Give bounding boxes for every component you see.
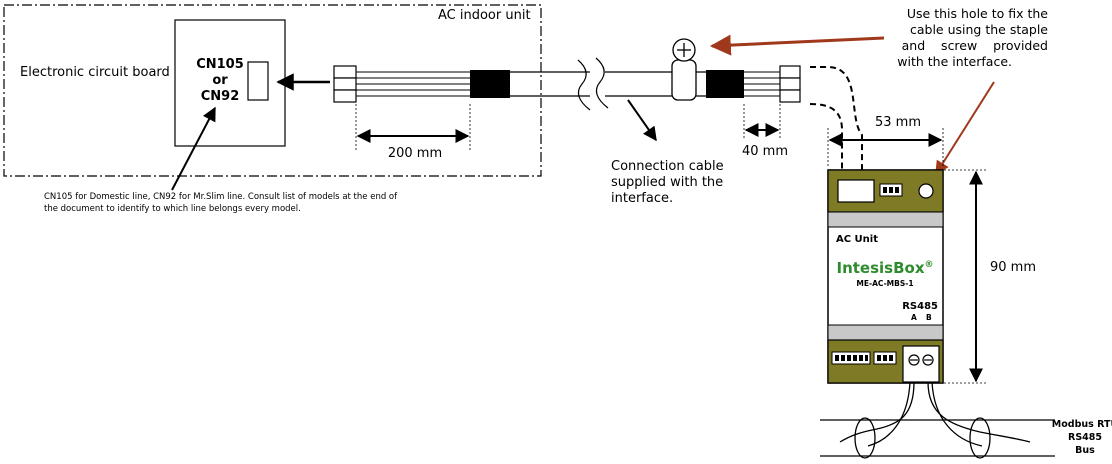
staple-note-line-1: Use this hole to fix the: [907, 6, 1048, 21]
cable-wires-right: [744, 71, 780, 97]
indoor-unit-enclosure: [3, 4, 542, 177]
bus-label-line-2: RS485: [1068, 432, 1102, 443]
dim-40-label: 40 mm: [742, 144, 788, 159]
device-bottom-grey: [827, 324, 944, 341]
dim-90-label: 90 mm: [990, 260, 1036, 275]
board-note-line-2: the document to identify to which line b…: [44, 204, 301, 214]
cable-body-left: [510, 71, 590, 97]
device-dip-switch-top: [879, 183, 903, 197]
indoor-unit-title: AC indoor unit: [438, 8, 531, 23]
note-arrow: [171, 106, 216, 191]
dim-53-label: 53 mm: [875, 115, 921, 130]
cable-body-right: [696, 71, 706, 97]
cable-caption-line-1: Connection cable: [611, 159, 724, 174]
connector-name-2: CN92: [201, 89, 240, 104]
bus-label-line-1: Modbus RTU: [1052, 419, 1112, 430]
device-dip-switch-bottom-2: [873, 351, 897, 365]
cable-break-mark-2: [595, 57, 609, 109]
cable-staple: [671, 38, 697, 101]
hole-note-arrow: [935, 81, 995, 176]
staple-note-line-2: cable using the staple: [910, 22, 1048, 37]
device-top-grey: [827, 211, 944, 228]
cable-sleeve-left: [470, 70, 510, 98]
intesisbox-device: AC Unit IntesisBox® ME-AC-MBS-1 RS485 A …: [827, 169, 944, 384]
device-brand: IntesisBox®: [836, 259, 933, 277]
cable-sleeve-right: [706, 70, 744, 98]
device-brand-mark: ®: [925, 260, 934, 270]
staple-note-line-3: and screw provided: [902, 38, 1048, 53]
cable-body-middle: [605, 71, 672, 97]
circuit-board: [174, 19, 286, 147]
cable-right-plug: [779, 65, 801, 103]
staple-note-line-4: with the interface.: [897, 54, 1012, 69]
board-note-line-1: CN105 for Domestic line, CN92 for Mr.Sli…: [44, 192, 398, 202]
bus-label-line-3: Bus: [1075, 445, 1095, 456]
cable-wires-left: [356, 71, 470, 97]
plug-insert-path: [809, 66, 863, 185]
connector-or: or: [212, 73, 228, 88]
device-model: ME-AC-MBS-1: [856, 279, 913, 288]
cable-caption-line-3: interface.: [611, 191, 673, 206]
dim-200-label: 200 mm: [388, 146, 442, 161]
cable-left-plug: [333, 65, 357, 103]
board-label: Electronic circuit board: [20, 65, 170, 80]
connector-name-1: CN105: [196, 57, 244, 72]
board-connector-socket: [247, 61, 269, 101]
device-ac-connector: [837, 179, 875, 203]
device-terminal-b: B: [926, 313, 932, 322]
bus-wiring: [820, 381, 1055, 459]
cable-caption-arrow: [627, 99, 657, 142]
device-port-label: RS485: [902, 301, 938, 312]
staple-note-arrow: [709, 34, 885, 56]
cable-break-mark-1: [577, 59, 591, 111]
rs485-terminal-block: [902, 345, 940, 383]
staple-hole: [918, 183, 934, 199]
cable-caption-line-2: supplied with the: [611, 175, 723, 190]
device-dip-switch-bottom-1: [831, 351, 871, 365]
device-terminal-a: A: [911, 313, 917, 322]
device-ac-unit-label: AC Unit: [836, 234, 878, 245]
